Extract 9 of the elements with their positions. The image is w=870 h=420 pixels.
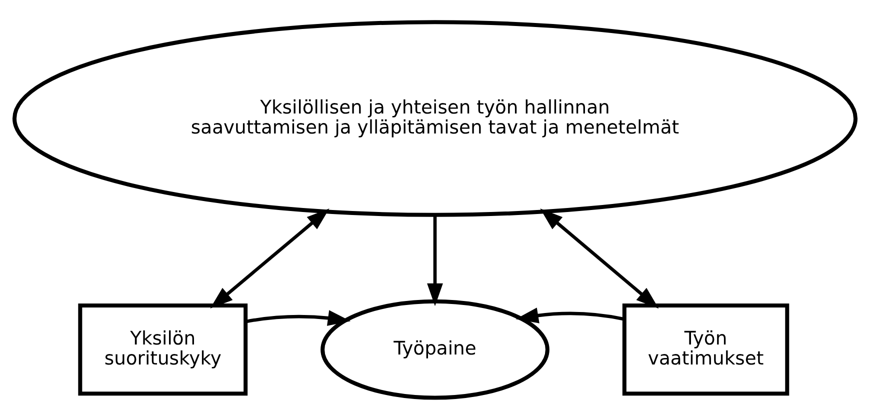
arrow <box>427 215 443 306</box>
node-ellipse: Työpaine <box>320 299 550 400</box>
node-ellipse: Yksilöllisen ja yhteisen työn hallinnan saavuttamisen ja ylläpitämisen tavat ja menetelmät <box>12 20 858 217</box>
node-box: Työn vaatimukset <box>622 304 790 396</box>
arrow <box>516 308 624 324</box>
node-box: Yksilön suorituskyky <box>78 304 248 396</box>
arrow <box>246 310 351 326</box>
arrow <box>210 208 330 309</box>
arrow <box>540 208 659 309</box>
